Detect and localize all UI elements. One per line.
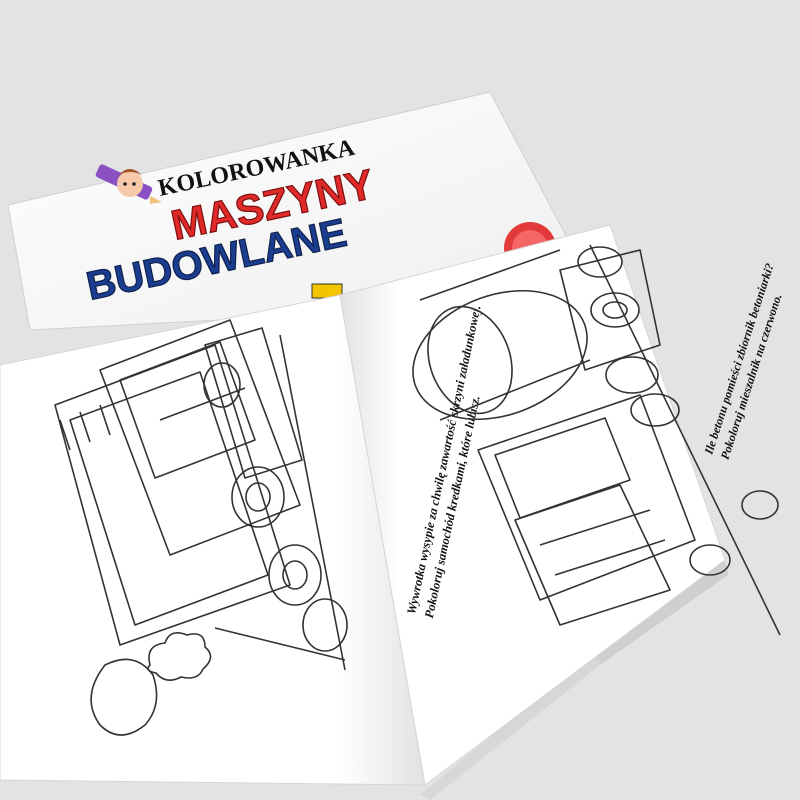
right-caption-group: Ile betonu pomieści zbiornik betoniarki?… xyxy=(701,261,784,461)
mascot-pencil-icon xyxy=(95,164,162,204)
concrete-mixer-illustration xyxy=(412,244,781,636)
right-page xyxy=(339,224,726,786)
dump-truck-illustration xyxy=(54,319,348,671)
bush-illustration xyxy=(90,632,212,736)
